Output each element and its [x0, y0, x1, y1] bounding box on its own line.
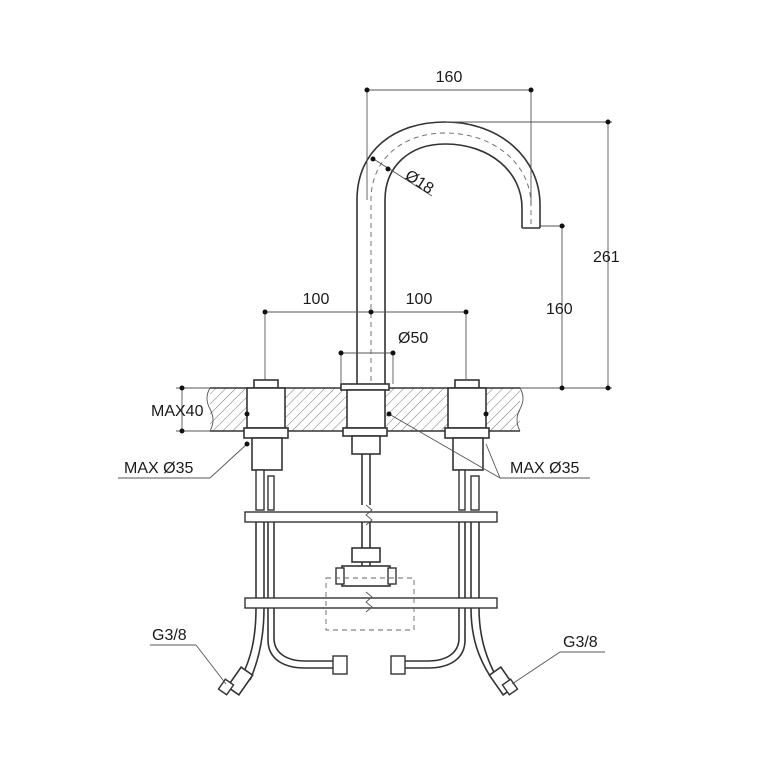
label-base-diameter: Ø50: [398, 330, 428, 347]
dimension-total-height: 261: [445, 119, 620, 391]
connector-right: [488, 666, 519, 696]
dimension-hole-spacing: 100 100: [262, 291, 469, 380]
label-max-thickness: MAX40: [151, 403, 204, 420]
t-connector: [325, 547, 415, 631]
dimension-spout-diameter: Ø18: [370, 156, 437, 198]
label-max-hole-right: MAX Ø35: [510, 460, 579, 477]
spout-base: [340, 383, 390, 505]
label-spacing-right: 100: [406, 291, 433, 308]
label-spout-reach: 160: [436, 69, 463, 86]
dimension-spout-height: 160: [540, 223, 573, 391]
dimension-max-thickness: MAX40: [151, 385, 210, 434]
label-spout-height: 160: [546, 301, 573, 318]
leader-connection-right: G3/8: [511, 634, 605, 685]
dimension-base-diameter: Ø50: [338, 330, 428, 384]
connector-left: [217, 666, 254, 696]
label-max-hole-left: MAX Ø35: [124, 460, 193, 477]
label-connection-right: G3/8: [563, 634, 598, 651]
right-valve: [444, 379, 490, 511]
spout: [356, 121, 541, 390]
pipe-break-bands: [244, 504, 498, 613]
left-valve: [243, 379, 289, 511]
label-total-height: 261: [593, 249, 620, 266]
supply-pipes: [255, 522, 480, 598]
leader-max-hole-left: MAX Ø35: [118, 411, 250, 479]
label-spout-diameter: Ø18: [402, 167, 437, 198]
leader-connection-left: G3/8: [150, 627, 227, 685]
dimension-spout-reach: 160: [364, 69, 534, 205]
label-connection-left: G3/8: [152, 627, 187, 644]
label-spacing-left: 100: [303, 291, 330, 308]
leader-max-hole-right: MAX Ø35: [386, 411, 590, 479]
lower-hoses: [241, 607, 499, 681]
